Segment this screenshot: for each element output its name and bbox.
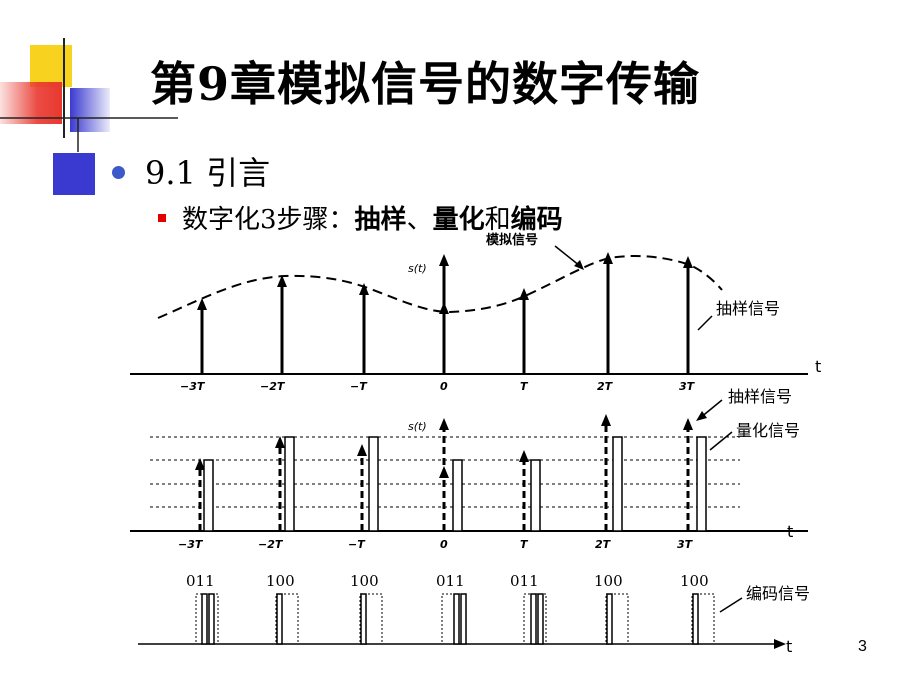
analog-signal-curve — [157, 254, 723, 319]
tick-1-3T: 3T — [679, 380, 696, 393]
tick-2-T: T — [520, 538, 529, 551]
code-label-3: 100 — [350, 572, 379, 590]
code-label-6: 100 — [594, 572, 623, 590]
tick-2-3T: 3T — [677, 538, 694, 551]
analog-signal-label: 模拟信号 — [486, 232, 538, 248]
code-label-7: 100 — [680, 572, 709, 590]
bullet-dot-icon — [112, 166, 125, 179]
tick-1-neg2T: −2T — [260, 380, 286, 393]
sample-arrowheads-1 — [197, 252, 693, 314]
code-label-5: 011 — [510, 572, 539, 590]
step-encoding: 编码 — [510, 205, 563, 235]
deco-blue-bar — [70, 88, 110, 132]
sample-pulses-1 — [200, 260, 690, 374]
code-label-1: 011 — [186, 572, 215, 590]
sample-pulses-2 — [198, 422, 690, 531]
sample-label-arrowhead-2 — [696, 411, 707, 421]
quantized-signal-label: 量化信号 — [736, 421, 800, 440]
sampling-signal-label-top: 抽样信号 — [716, 299, 780, 318]
step-sampling: 抽样 — [354, 205, 407, 235]
tick-2-2T: 2T — [595, 538, 612, 551]
tick-1-negT: −T — [350, 380, 368, 393]
tick-2-0: 0 — [440, 538, 448, 551]
sampling-signal-label-mid: 抽样信号 — [728, 387, 792, 406]
tick-2-neg2T: −2T — [258, 538, 284, 551]
s-of-t-label-2: s(t) — [408, 420, 427, 433]
bullet-square-icon — [158, 214, 166, 222]
step-sep-2: 和 — [484, 205, 511, 235]
slide-title: 第9章模拟信号的数字传输 — [150, 57, 701, 111]
sample-label-pointer-1 — [697, 315, 713, 331]
t-axis-label-2: t — [787, 522, 793, 541]
tick-2-negT: −T — [348, 538, 366, 551]
analog-label-pointer — [554, 245, 581, 267]
quantized-bars — [203, 436, 707, 532]
code-label-4: 011 — [436, 572, 465, 590]
tick-1-neg3T: −3T — [180, 380, 206, 393]
t-axis-label-1: t — [815, 357, 821, 376]
s-of-t-label-1: s(t) — [408, 262, 427, 275]
tick-1-0: 0 — [440, 380, 448, 393]
code-label-2: 100 — [266, 572, 295, 590]
t-axis-label-3: t — [786, 637, 792, 656]
bullet-intro-text: 9.1 引言 — [145, 154, 271, 192]
deco-blue-square — [53, 153, 95, 195]
deco-red-bar — [0, 82, 62, 124]
tick-1-T: T — [520, 380, 529, 393]
encoded-signal-label: 编码信号 — [746, 584, 810, 603]
time-ticks-2: −3T −2T −T 0 T 2T 3T — [178, 538, 694, 551]
analog-label-arrowhead — [574, 260, 584, 270]
time-ticks-1: −3T −2T −T 0 T 2T 3T — [180, 380, 696, 393]
quant-label-pointer — [709, 431, 733, 451]
tick-1-2T: 2T — [597, 380, 614, 393]
bullet-intro: 9.1 引言 — [112, 148, 270, 194]
code-pulses — [201, 593, 699, 645]
page-number: 3 — [858, 638, 867, 655]
steps-prefix: 数字化3步骤： — [182, 205, 355, 235]
step-quantization: 量化 — [432, 205, 485, 235]
step-sep-1: 、 — [406, 205, 433, 235]
axis-3-arrowhead — [774, 639, 786, 649]
code-label-pointer — [719, 597, 743, 613]
bullet-steps: 数字化3步骤：抽样、量化和编码 — [158, 199, 563, 236]
tick-2-neg3T: −3T — [178, 538, 204, 551]
code-labels: 011 100 100 011 011 100 100 — [186, 572, 709, 590]
sample-arrowheads-2 — [195, 414, 693, 478]
